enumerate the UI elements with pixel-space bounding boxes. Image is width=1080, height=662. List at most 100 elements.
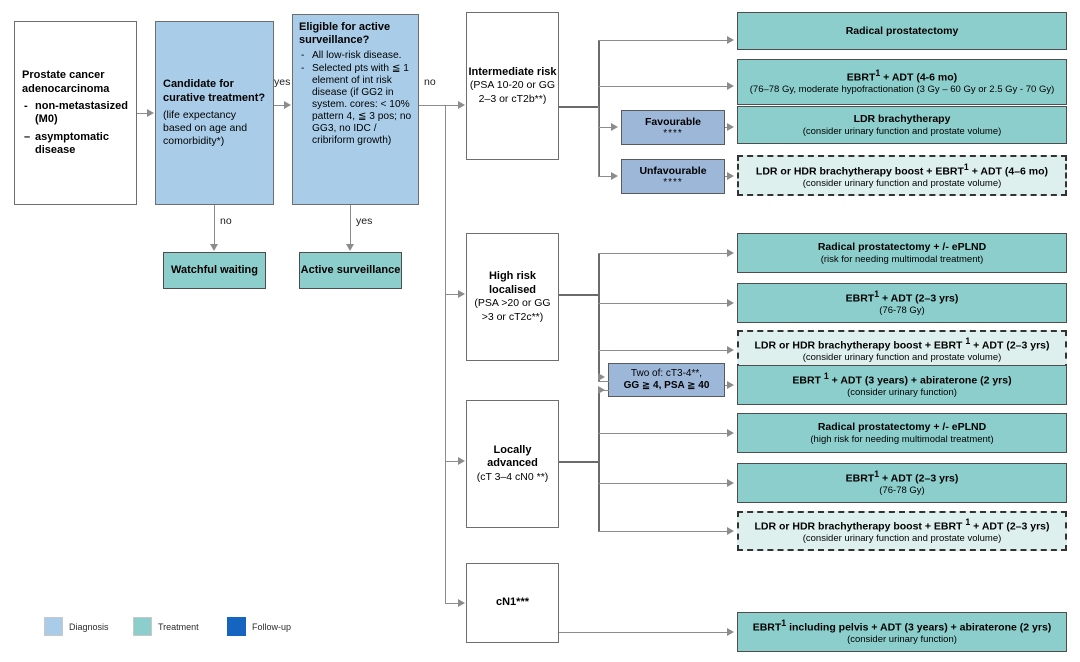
cn1-title: cN1*** bbox=[495, 596, 530, 609]
legend-treatment: Treatment bbox=[133, 617, 199, 636]
high-risk-sub: (PSA >20 or GG >3 or cT2c**) bbox=[474, 297, 551, 323]
treatment-ebrt-adt-abiraterone-1[interactable]: EBRT 1 + ADT (3 years) + abiraterone (2 … bbox=[737, 365, 1067, 405]
arrowhead bbox=[727, 36, 734, 44]
node-favourable[interactable]: Favourable **** bbox=[621, 110, 725, 145]
arrowhead bbox=[727, 381, 734, 389]
active-surveillance-label: Active surveillance bbox=[300, 263, 401, 276]
treatment-sub: (consider urinary function) bbox=[847, 387, 957, 399]
treatment-sub: (76–78 Gy, moderate hypofractionation (3… bbox=[749, 84, 1055, 96]
treatment-ldr-hdr-boost-2-3yrs-2[interactable]: LDR or HDR brachytherapy boost + EBRT 1 … bbox=[737, 511, 1067, 551]
connector-intermediate-to-unfav-v bbox=[598, 106, 599, 177]
connector-high-to-boost bbox=[598, 350, 727, 351]
connector-entry-to-candidate bbox=[137, 113, 148, 114]
arrowhead bbox=[611, 172, 618, 180]
connector-high-to-rp bbox=[598, 253, 727, 254]
arrowhead bbox=[210, 244, 218, 251]
bullet-marker: - bbox=[24, 100, 28, 113]
connector-to-high-risk bbox=[445, 294, 459, 295]
treatment-radical-prostatectomy[interactable]: Radical prostatectomy bbox=[737, 12, 1067, 50]
two-of-line2: GG ≧ 4, PSA ≧ 40 bbox=[623, 380, 710, 391]
favourable-title: Favourable bbox=[644, 115, 702, 128]
entry-bullet: – asymptomatic disease bbox=[24, 131, 129, 157]
treatment-ebrt-pelvis-abiraterone[interactable]: EBRT1 including pelvis + ADT (3 years) +… bbox=[737, 612, 1067, 652]
arrowhead bbox=[284, 101, 291, 109]
high-risk-fan-trunk bbox=[598, 253, 600, 382]
node-active-surveillance[interactable]: Active surveillance bbox=[299, 252, 402, 289]
treatment-radical-prostatectomy-eplnd-1[interactable]: Radical prostatectomy + /- ePLND (risk f… bbox=[737, 233, 1067, 273]
treatment-title: LDR brachytherapy bbox=[853, 112, 951, 125]
treatment-title: EBRT 1 + ADT (3 years) + abiraterone (2 … bbox=[792, 371, 1012, 387]
connector-intermediate-to-ebrt bbox=[598, 86, 727, 87]
legend-label-diagnosis: Diagnosis bbox=[69, 621, 109, 632]
connector-intermediate-out bbox=[559, 106, 599, 108]
edge-label-no-eligible: no bbox=[424, 76, 436, 88]
node-intermediate-risk[interactable]: Intermediate risk (PSA 10-20 or GG 2–3 o… bbox=[466, 12, 559, 160]
arrowhead bbox=[727, 628, 734, 636]
arrowhead bbox=[598, 373, 605, 381]
arrowhead bbox=[727, 82, 734, 90]
connector-locally-advanced-out bbox=[559, 461, 599, 463]
treatment-sub: (consider urinary function and prostate … bbox=[802, 352, 1002, 364]
connector-to-cn1 bbox=[445, 603, 459, 604]
bullet-text: asymptomatic disease bbox=[35, 131, 109, 157]
node-cn1[interactable]: cN1*** bbox=[466, 563, 559, 643]
treatment-ldr-brachytherapy[interactable]: LDR brachytherapy (consider urinary func… bbox=[737, 106, 1067, 144]
arrowhead bbox=[598, 386, 605, 394]
eligible-bullet: - All low-risk disease. bbox=[301, 50, 412, 62]
node-two-of-criteria[interactable]: Two of: cT3-4**, GG ≧ 4, PSA ≧ 40 bbox=[608, 363, 725, 397]
treatment-radical-prostatectomy-eplnd-2[interactable]: Radical prostatectomy + /- ePLND (high r… bbox=[737, 413, 1067, 453]
treatment-ebrt-adt-2-3yrs-2[interactable]: EBRT1 + ADT (2–3 yrs) (76-78 Gy) bbox=[737, 463, 1067, 503]
arrowhead bbox=[346, 244, 354, 251]
locally-advanced-title: Locally advanced bbox=[487, 443, 538, 470]
treatment-ebrt-adt-4-6mo[interactable]: EBRT1 + ADT (4-6 mo) (76–78 Gy, moderate… bbox=[737, 59, 1067, 105]
connector-to-intermediate bbox=[445, 105, 459, 106]
arrowhead bbox=[727, 527, 734, 535]
treatment-sub: (consider urinary function) bbox=[847, 634, 957, 646]
favourable-sub: **** bbox=[663, 128, 683, 140]
connector-la-to-rp bbox=[598, 433, 727, 434]
connector-intermediate-to-fav bbox=[598, 127, 612, 128]
node-eligible-for-active-surveillance[interactable]: Eligible for active surveillance? - All … bbox=[292, 14, 419, 205]
treatment-ldr-hdr-boost-4-6mo[interactable]: LDR or HDR brachytherapy boost + EBRT1 +… bbox=[737, 155, 1067, 196]
node-prostate-cancer-entry[interactable]: Prostate cancer adenocarcinoma - non-met… bbox=[14, 21, 137, 205]
legend-label-followup: Follow-up bbox=[252, 621, 292, 632]
legend-diagnosis: Diagnosis bbox=[44, 617, 109, 636]
treatment-title: Radical prostatectomy + /- ePLND bbox=[817, 420, 987, 433]
connector-to-locally-advanced bbox=[445, 461, 459, 462]
treatment-sub: (76-78 Gy) bbox=[879, 485, 925, 497]
node-candidate-for-curative-treatment[interactable]: Candidate for curative treatment? (life … bbox=[155, 21, 274, 205]
entry-bullet: - non-metastasized (M0) bbox=[24, 100, 129, 126]
node-locally-advanced[interactable]: Locally advanced (cT 3–4 cN0 **) bbox=[466, 400, 559, 528]
treatment-sub: (risk for needing multimodal treatment) bbox=[820, 253, 984, 265]
edge-label-yes-eligible: yes bbox=[356, 215, 373, 227]
edge-label-no-candidate: no bbox=[220, 215, 232, 227]
intermediate-risk-sub: (PSA 10-20 or GG 2–3 or cT2b**) bbox=[469, 79, 556, 105]
locally-advanced-sub: (cT 3–4 cN0 **) bbox=[476, 471, 549, 484]
entry-title: Prostate cancer adenocarcinoma bbox=[22, 68, 110, 95]
treatment-sub: (76-78 Gy) bbox=[879, 305, 925, 317]
treatment-title: Radical prostatectomy + /- ePLND bbox=[817, 240, 987, 253]
arrowhead bbox=[727, 123, 734, 131]
arrowhead bbox=[727, 249, 734, 257]
watchful-waiting-label: Watchful waiting bbox=[171, 263, 258, 276]
arrowhead bbox=[458, 599, 465, 607]
locally-advanced-fan-trunk bbox=[598, 390, 600, 532]
treatment-sub: (high risk for needing multimodal treatm… bbox=[810, 433, 994, 445]
treatment-sub: (consider urinary function and prostate … bbox=[802, 125, 1002, 137]
node-unfavourable[interactable]: Unfavourable **** bbox=[621, 159, 725, 194]
arrowhead bbox=[458, 457, 465, 465]
connector-candidate-to-watchful bbox=[214, 205, 215, 245]
treatment-ebrt-adt-2-3yrs-1[interactable]: EBRT1 + ADT (2–3 yrs) (76-78 Gy) bbox=[737, 283, 1067, 323]
node-high-risk-localised[interactable]: High risk localised (PSA >20 or GG >3 or… bbox=[466, 233, 559, 361]
treatment-ldr-hdr-boost-2-3yrs-1[interactable]: LDR or HDR brachytherapy boost + EBRT 1 … bbox=[737, 330, 1067, 370]
risk-trunk bbox=[445, 105, 446, 603]
legend-swatch-treatment bbox=[133, 617, 152, 636]
intermediate-risk-title: Intermediate risk bbox=[468, 65, 557, 78]
bullet-text: non-metastasized (M0) bbox=[35, 100, 128, 126]
unfavourable-title: Unfavourable bbox=[639, 164, 707, 177]
connector-high-to-ebrt bbox=[598, 303, 727, 304]
bullet-marker: - bbox=[301, 62, 305, 74]
connector-eligible-out bbox=[419, 105, 445, 106]
bullet-text: All low-risk disease. bbox=[312, 49, 402, 61]
node-watchful-waiting[interactable]: Watchful waiting bbox=[163, 252, 266, 289]
